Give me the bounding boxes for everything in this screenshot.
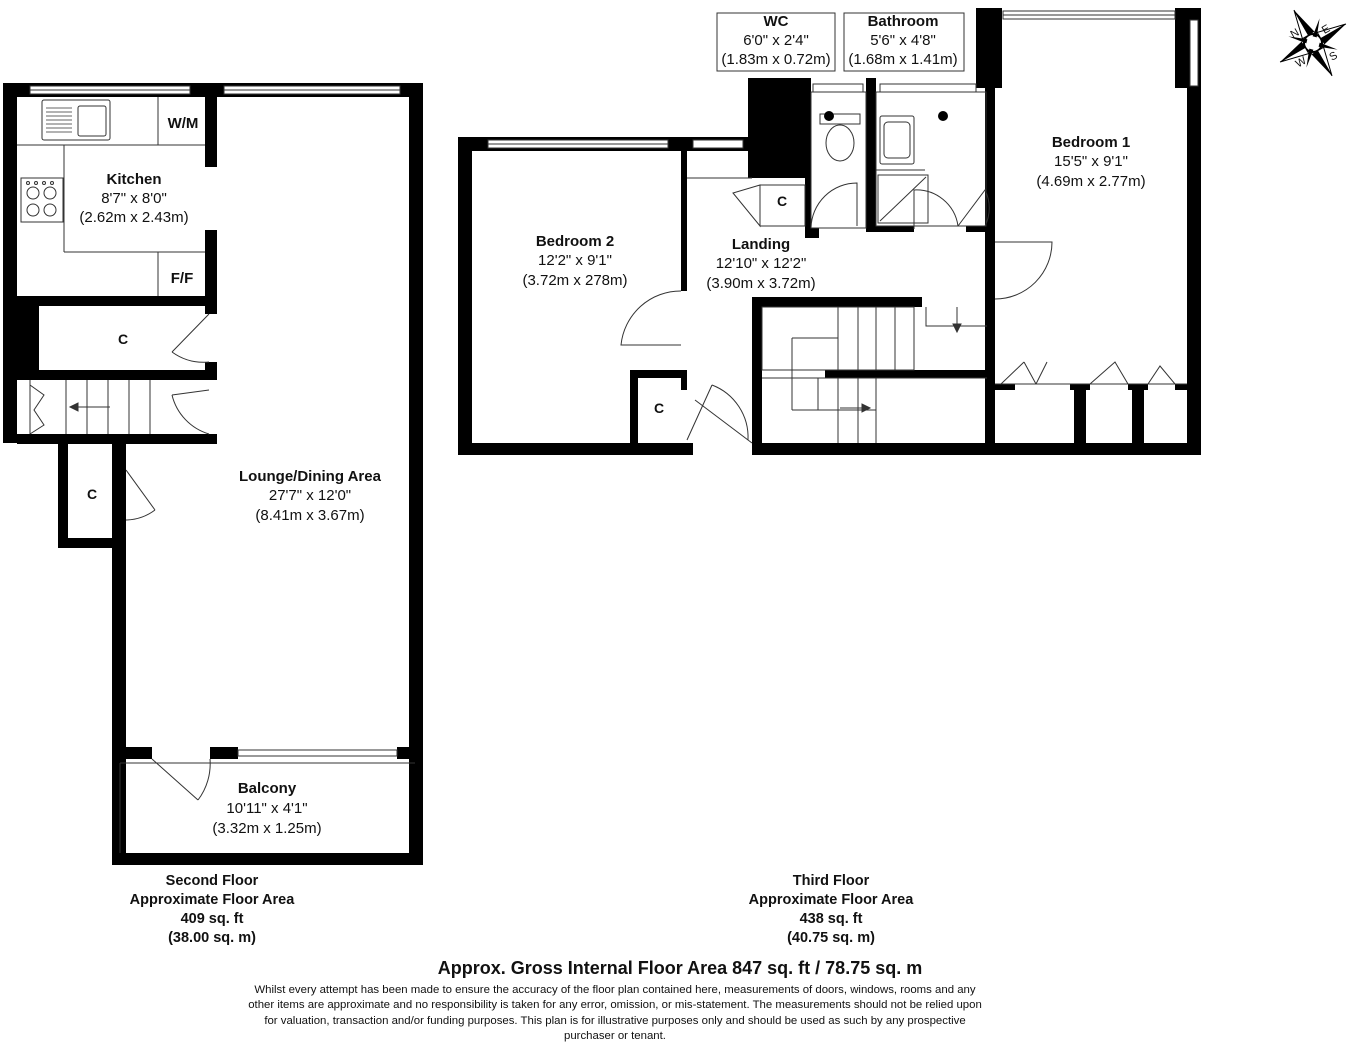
cupboard-label: C [654, 400, 664, 416]
wc-name: WC [764, 13, 789, 30]
third-floor-windows [487, 10, 1199, 149]
second-floor-walls [3, 83, 423, 865]
third-floor-sqft: 438 sq. ft [799, 911, 863, 927]
second-floor-title: Second Floor [165, 873, 259, 889]
ff-label: F/F [171, 270, 194, 287]
third-floor-fittings [687, 91, 987, 229]
bedroom1-name: Bedroom 1 [1052, 134, 1130, 151]
compass-rose-icon: N E S W [1279, 9, 1347, 77]
second-floor-sqft: 409 sq. ft [180, 911, 244, 927]
balcony-dim-imperial: 10'11" x 4'1" [226, 800, 307, 817]
second-floor-stairs [29, 380, 151, 435]
bathroom-dots [824, 111, 948, 121]
cupboard-label: C [87, 486, 97, 502]
bedroom1-dim-metric: (4.69m x 2.77m) [1036, 173, 1145, 190]
sink-icon [41, 99, 111, 141]
balcony-dim-metric: (3.32m x 1.25m) [212, 820, 321, 837]
gross-floor-area: Approx. Gross Internal Floor Area 847 sq… [437, 958, 923, 978]
kitchen-name: Kitchen [106, 171, 161, 188]
third-floor-doors [620, 182, 1053, 444]
second-floor-labels: W/M Kitchen 8'7" x 8'0" (2.62m x 2.43m) … [79, 115, 381, 837]
third-floor-subtitle: Approximate Floor Area [748, 892, 914, 908]
wm-label: W/M [168, 115, 199, 132]
bathroom-dim-imperial: 5'6" x 4'8" [870, 32, 936, 49]
landing-name: Landing [732, 236, 790, 253]
compass-south: S [1327, 50, 1339, 64]
third-floor-plan [458, 8, 1201, 455]
landing-dim-imperial: 12'10" x 12'2" [716, 255, 807, 272]
bathroom-dim-metric: (1.68m x 1.41m) [848, 51, 957, 68]
shower-tray-icon [877, 174, 929, 224]
balcony-name: Balcony [238, 780, 297, 797]
toilet-icon [825, 124, 855, 162]
third-floor-sqm: (40.75 sq. m) [787, 930, 875, 946]
kitchen-units [17, 97, 205, 296]
label-boxes [716, 12, 965, 72]
kitchen-dim-metric: (2.62m x 2.43m) [79, 209, 188, 226]
third-floor-title: Third Floor [792, 873, 870, 889]
third-floor-summary: Third Floor Approximate Floor Area 438 s… [711, 872, 951, 948]
bedroom1-dim-imperial: 15'5" x 9'1" [1054, 153, 1128, 170]
cupboard-label: C [777, 193, 787, 209]
wc-dim-metric: (1.83m x 0.72m) [721, 51, 830, 68]
second-floor-windows [29, 85, 401, 757]
third-floor-walls [458, 8, 1201, 455]
wardrobe-lines [995, 361, 1187, 385]
second-floor-sqm: (38.00 sq. m) [168, 930, 256, 946]
lounge-name: Lounge/Dining Area [239, 468, 382, 485]
hob-icon [20, 177, 64, 223]
basin-icon [879, 115, 915, 165]
second-floor-doors [125, 313, 211, 801]
bedroom2-dim-imperial: 12'2" x 9'1" [538, 252, 612, 269]
third-floor-stairs [761, 306, 987, 443]
toilet-cistern-icon [819, 113, 861, 125]
lounge-dim-imperial: 27'7" x 12'0" [269, 487, 351, 504]
wc-dim-imperial: 6'0" x 2'4" [743, 32, 809, 49]
second-floor-summary: Second Floor Approximate Floor Area 409 … [92, 872, 332, 948]
balcony-outline [119, 762, 415, 853]
bedroom2-name: Bedroom 2 [536, 233, 614, 250]
landing-dim-metric: (3.90m x 3.72m) [706, 275, 815, 292]
kitchen-dim-imperial: 8'7" x 8'0" [101, 190, 167, 207]
second-floor-subtitle: Approximate Floor Area [129, 892, 295, 908]
lounge-dim-metric: (8.41m x 3.67m) [255, 507, 364, 524]
bedroom2-dim-metric: (3.72m x 278m) [522, 272, 627, 289]
bathroom-name: Bathroom [868, 13, 939, 30]
second-floor-plan [3, 83, 423, 865]
disclaimer-text: Whilst every attempt has been made to en… [248, 984, 982, 1043]
cupboard-label: C [118, 331, 128, 347]
third-floor-labels: WC 6'0" x 2'4" (1.83m x 0.72m) Bathroom … [522, 13, 1145, 416]
